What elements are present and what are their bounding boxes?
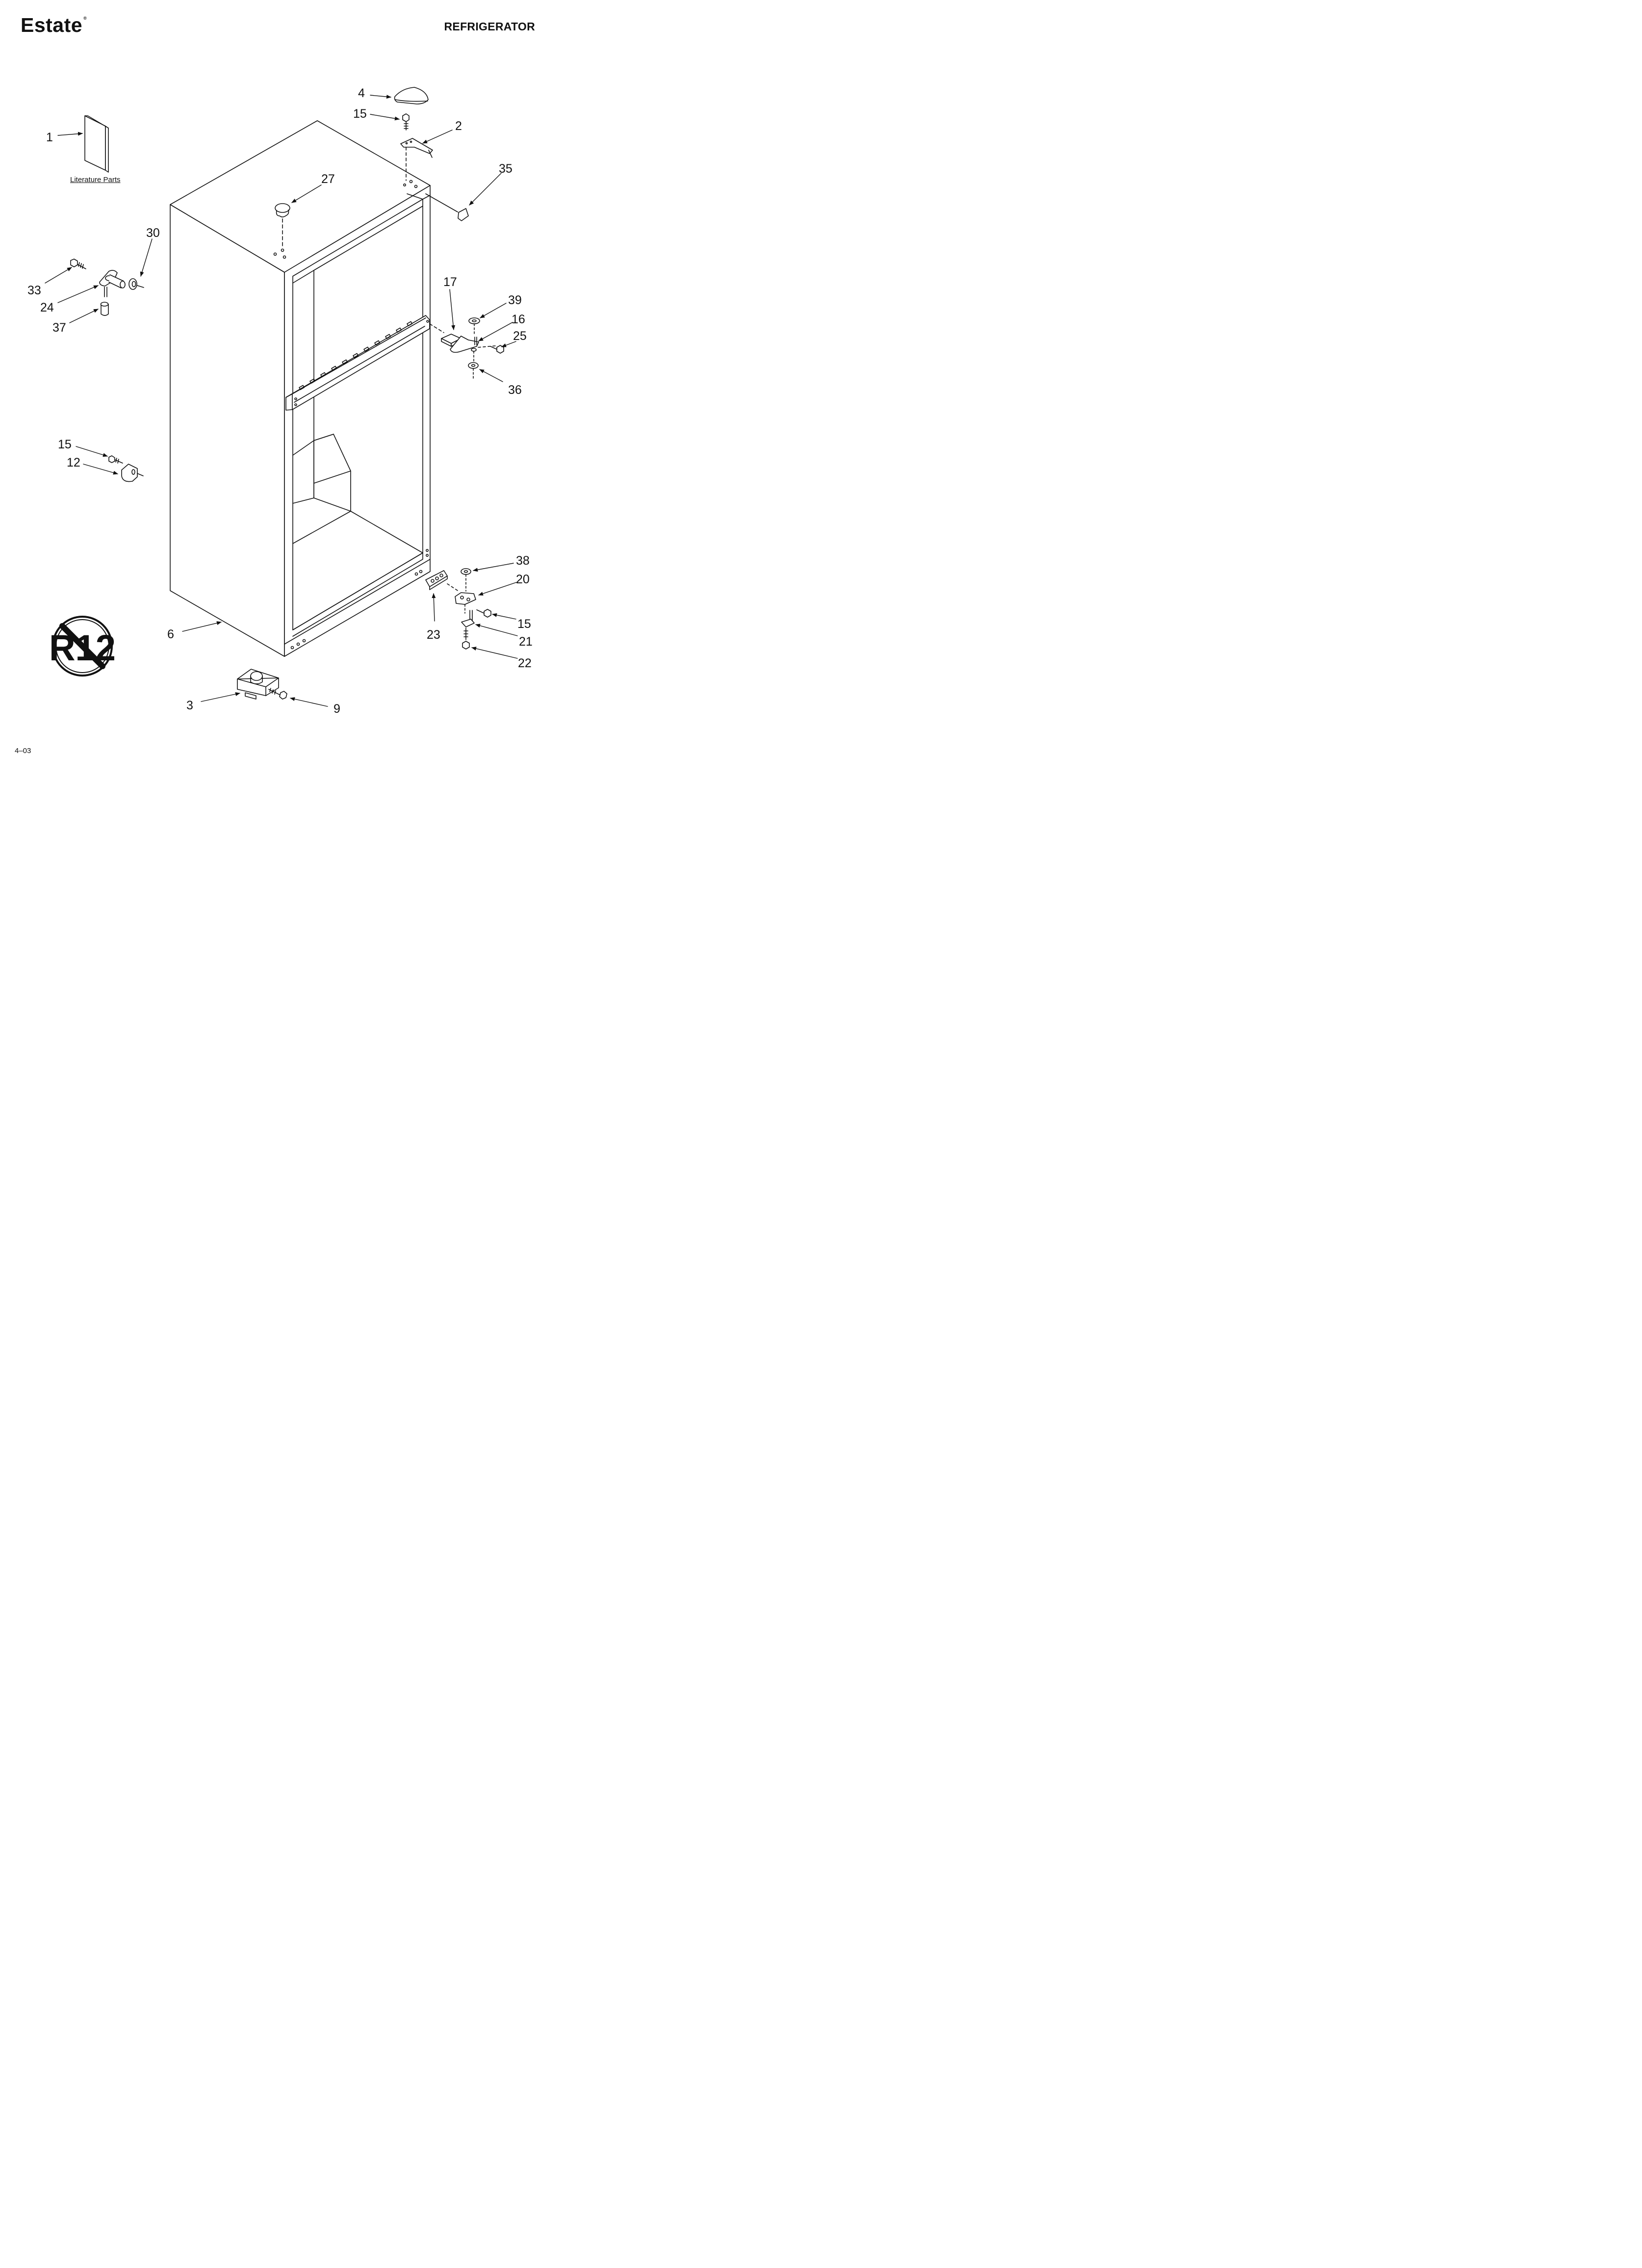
badge-text: R12 <box>49 627 116 668</box>
callout-9: 9 <box>334 702 340 716</box>
callout-15-top: 15 <box>353 107 367 121</box>
callout-22: 22 <box>518 656 532 670</box>
callout-23: 23 <box>427 628 440 642</box>
callout-3: 3 <box>186 699 193 712</box>
screw-part-15-left <box>108 455 123 464</box>
door-stop-part-12 <box>121 464 144 482</box>
callout-2: 2 <box>455 119 462 133</box>
top-hinge-part-2 <box>400 138 433 181</box>
exploded-parts-diagram: R12 1 4 15 2 35 27 30 <box>27 86 533 716</box>
callout-33: 33 <box>27 284 41 297</box>
callout-16: 16 <box>512 313 525 326</box>
callout-numbers: 1 4 15 2 35 27 30 33 24 37 17 39 16 25 3… <box>27 86 533 716</box>
literature-parts-label: Literature Parts <box>70 176 121 184</box>
callout-39: 39 <box>508 293 522 307</box>
footer-date-code: 4–03 <box>15 747 31 755</box>
hinge-plug-part-35 <box>425 193 469 221</box>
callout-12: 12 <box>67 456 80 469</box>
brand-name: Estate <box>21 14 83 36</box>
cabinet-part-6 <box>170 120 431 657</box>
plug-button-part-27 <box>275 203 290 248</box>
no-r12-badge: R12 <box>49 616 116 677</box>
bottom-hinge-assembly <box>425 568 491 650</box>
callout-15-left: 15 <box>58 438 72 451</box>
hinge-pin-assembly <box>70 259 144 316</box>
screw-part-9 <box>268 688 287 700</box>
literature-booklet-part-1 <box>84 115 109 173</box>
callout-38: 38 <box>516 554 530 568</box>
center-hinge-assembly <box>429 317 504 381</box>
callout-21: 21 <box>519 635 533 649</box>
callout-20: 20 <box>516 573 530 586</box>
screw-part-15-top <box>402 113 410 130</box>
callout-6: 6 <box>167 627 174 641</box>
hinge-cover-part-4 <box>394 87 429 104</box>
callout-24: 24 <box>40 301 54 314</box>
callout-25: 25 <box>513 329 527 343</box>
leader-lines <box>45 95 518 707</box>
callout-1: 1 <box>46 130 53 144</box>
callout-30: 30 <box>146 226 160 240</box>
callout-36: 36 <box>508 383 522 397</box>
callout-15-bottom: 15 <box>517 617 531 631</box>
callout-4: 4 <box>358 86 365 100</box>
registered-mark: ® <box>83 16 87 21</box>
callout-35: 35 <box>499 162 513 176</box>
callout-17: 17 <box>443 275 457 289</box>
page-title: REFRIGERATOR <box>444 20 535 33</box>
callout-37: 37 <box>52 321 66 335</box>
brand-logo: Estate® <box>21 14 87 37</box>
callout-27: 27 <box>321 172 335 186</box>
leveling-roller-part-3 <box>237 669 279 700</box>
